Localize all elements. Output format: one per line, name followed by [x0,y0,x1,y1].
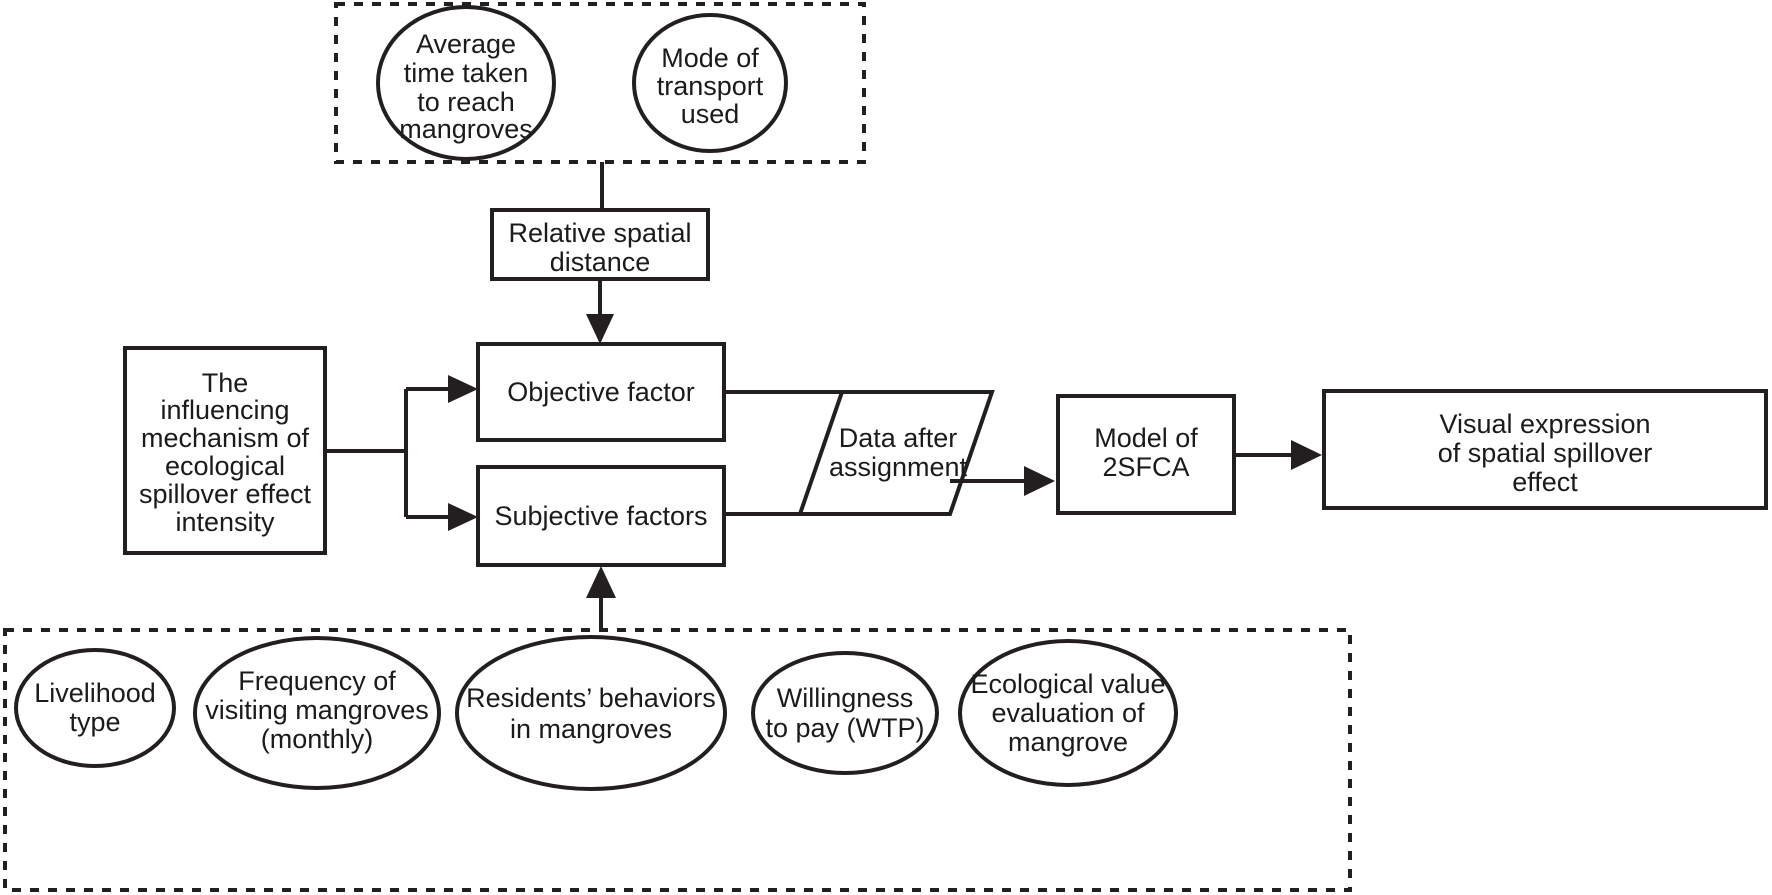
node-relative-spatial-distance-line-1: distance [550,247,651,277]
node-residents-behaviors-line-0: Residents’ behaviors [466,683,716,713]
node-willingness-to-pay-line-0: Willingness [777,683,914,713]
node-visual-expression-line-1: of spatial spillover [1438,438,1653,468]
node-ecological-value-ellipse[interactable] [958,639,1178,787]
node-influencing-mechanism-line-0: The [202,368,249,398]
arrowhead-mechanism-to-objective [448,375,478,403]
node-data-after-assignment-line-1: assignment [829,452,968,482]
node-influencing-mechanism-line-4: spillover effect [139,479,312,509]
node-frequency-visiting-ellipse[interactable] [193,636,441,790]
node-visual-expression-line-2: effect [1512,467,1578,497]
node-average-time-line-3: mangroves [399,114,533,144]
arrowhead-distance-to-objective [586,314,614,344]
node-visual-expression[interactable] [1322,389,1768,510]
node-mode-transport-line-1: transport [657,71,764,101]
node-residents-behaviors-line-1: in mangroves [510,714,672,744]
node-mode-transport-ellipse[interactable] [632,13,788,153]
node-frequency-visiting-line-1: visiting mangroves [205,695,429,725]
node-objective-factor-label: Objective factor [507,377,695,407]
node-residents-behaviors-ellipse[interactable] [455,635,727,791]
node-average-time-line-1: time taken [404,58,529,88]
node-influencing-mechanism[interactable] [123,346,327,555]
node-data-after-assignment[interactable] [797,390,995,516]
arrowhead-data-to-model [1024,466,1055,496]
node-willingness-to-pay-line-1: to pay (WTP) [765,713,924,743]
node-ecological-value-line-1: evaluation of [991,698,1145,728]
node-model-2sfca-line-1: 2SFCA [1102,452,1189,482]
node-ecological-value-line-2: mangrove [1008,727,1128,757]
node-livelihood-type-line-1: type [69,707,120,737]
node-data-after-assignment-line-0: Data after [839,423,958,453]
node-livelihood-type-line-0: Livelihood [34,678,156,708]
arrowhead-mechanism-to-subjective [448,503,478,531]
node-average-time-line-0: Average [416,29,516,59]
node-influencing-mechanism-line-5: intensity [175,507,275,537]
node-visual-expression-line-0: Visual expression [1439,409,1650,439]
node-livelihood-type-ellipse[interactable] [14,648,176,768]
node-model-2sfca-line-0: Model of [1094,423,1198,453]
node-subjective-factors[interactable] [476,465,726,567]
node-subjective-factors-label: Subjective factors [494,501,707,531]
node-frequency-visiting-line-2: (monthly) [261,724,374,754]
node-average-time-line-2: to reach [417,87,515,117]
node-average-time-ellipse[interactable] [376,5,556,161]
node-mode-transport-line-0: Mode of [661,43,759,73]
node-influencing-mechanism-line-1: influencing [160,395,289,425]
node-relative-spatial-distance-line-0: Relative spatial [508,218,691,248]
node-frequency-visiting-line-0: Frequency of [238,666,396,696]
node-influencing-mechanism-line-2: mechanism of [141,423,310,453]
arrowhead-model-to-visual [1291,440,1322,470]
node-willingness-to-pay-ellipse[interactable] [751,651,939,775]
node-objective-factor[interactable] [476,342,726,442]
node-influencing-mechanism-line-3: ecological [165,451,285,481]
node-ecological-value-line-0: Ecological value [970,669,1165,699]
node-mode-transport-line-2: used [681,99,740,129]
arrowhead-subjective-group-to-factors [586,566,616,598]
subjective-indicator-group [3,628,1352,892]
node-model-2sfca[interactable] [1056,394,1236,515]
